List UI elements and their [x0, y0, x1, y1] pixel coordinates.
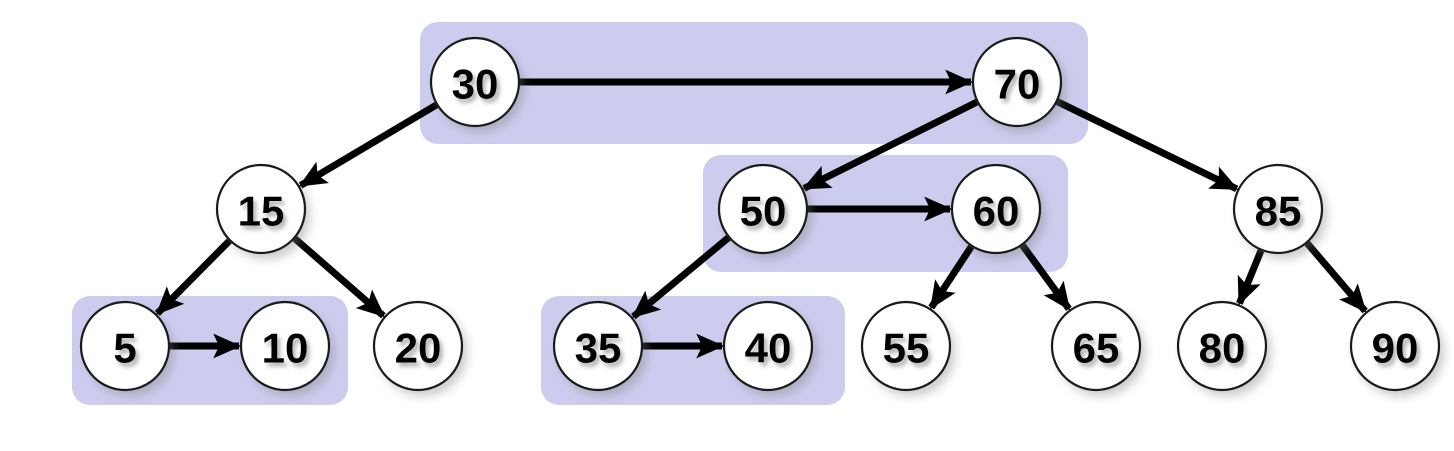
- node-label-70: 70: [994, 61, 1041, 108]
- tree-node-20[interactable]: 20: [372, 300, 464, 392]
- tree-node-60[interactable]: 60: [950, 163, 1042, 255]
- edge-85-to-90: [1304, 240, 1368, 314]
- node-circle-30[interactable]: [429, 36, 521, 128]
- tree-node-35[interactable]: 35: [552, 300, 644, 392]
- node-circle-60[interactable]: [950, 163, 1042, 255]
- node-circle-85[interactable]: [1232, 163, 1324, 255]
- edge-layer: [154, 69, 1368, 359]
- edge-60-to-55: [928, 244, 975, 310]
- node-label-60: 60: [973, 188, 1020, 235]
- node-label-50: 50: [740, 188, 787, 235]
- tree-node-70[interactable]: 70: [971, 36, 1063, 128]
- node-label-5: 5: [113, 325, 136, 372]
- node-label-85: 85: [1255, 188, 1302, 235]
- node-label-35: 35: [575, 325, 622, 372]
- node-label-65: 65: [1073, 325, 1120, 372]
- node-circle-55[interactable]: [860, 300, 952, 392]
- node-circle-50[interactable]: [717, 163, 809, 255]
- tree-node-50[interactable]: 50: [717, 163, 809, 255]
- tree-node-55[interactable]: 55: [860, 300, 952, 392]
- node-label-90: 90: [1372, 325, 1419, 372]
- tree-node-80[interactable]: 80: [1176, 300, 1268, 392]
- tree-node-90[interactable]: 90: [1349, 300, 1441, 392]
- node-label-15: 15: [238, 188, 285, 235]
- tree-node-30[interactable]: 30: [429, 36, 521, 128]
- tree-node-65[interactable]: 65: [1050, 300, 1142, 392]
- node-circle-65[interactable]: [1050, 300, 1142, 392]
- node-label-55: 55: [883, 325, 930, 372]
- node-circle-35[interactable]: [552, 300, 644, 392]
- edge-30-to-15: [298, 101, 439, 189]
- node-circle-90[interactable]: [1349, 300, 1441, 392]
- node-circle-5[interactable]: [79, 300, 171, 392]
- node-circle-15[interactable]: [215, 163, 307, 255]
- node-circle-70[interactable]: [971, 36, 1063, 128]
- node-circle-40[interactable]: [722, 300, 814, 392]
- tree-node-40[interactable]: 40: [722, 300, 814, 392]
- node-circle-20[interactable]: [372, 300, 464, 392]
- tree-node-85[interactable]: 85: [1232, 163, 1324, 255]
- node-layer: 30 70 15 50 60 85 5 10 20 35 40 55 65 80 90: [79, 36, 1441, 392]
- tree-node-10[interactable]: 10: [239, 300, 331, 392]
- tree-node-5[interactable]: 5: [79, 300, 171, 392]
- edge-15-to-20: [292, 235, 386, 319]
- node-label-30: 30: [452, 61, 499, 108]
- edge-15-to-5: [154, 238, 232, 316]
- edge-70-to-50: [802, 98, 979, 192]
- edge-70-to-85: [1055, 98, 1239, 193]
- node-label-80: 80: [1199, 325, 1246, 372]
- node-circle-10[interactable]: [239, 300, 331, 392]
- node-label-20: 20: [395, 325, 442, 372]
- tree-node-15[interactable]: 15: [215, 163, 307, 255]
- node-label-10: 10: [262, 325, 309, 372]
- node-label-40: 40: [745, 325, 792, 372]
- node-circle-80[interactable]: [1176, 300, 1268, 392]
- edge-85-to-80: [1236, 249, 1265, 306]
- edge-50-to-35: [631, 235, 731, 320]
- edge-60-to-65: [1019, 243, 1072, 311]
